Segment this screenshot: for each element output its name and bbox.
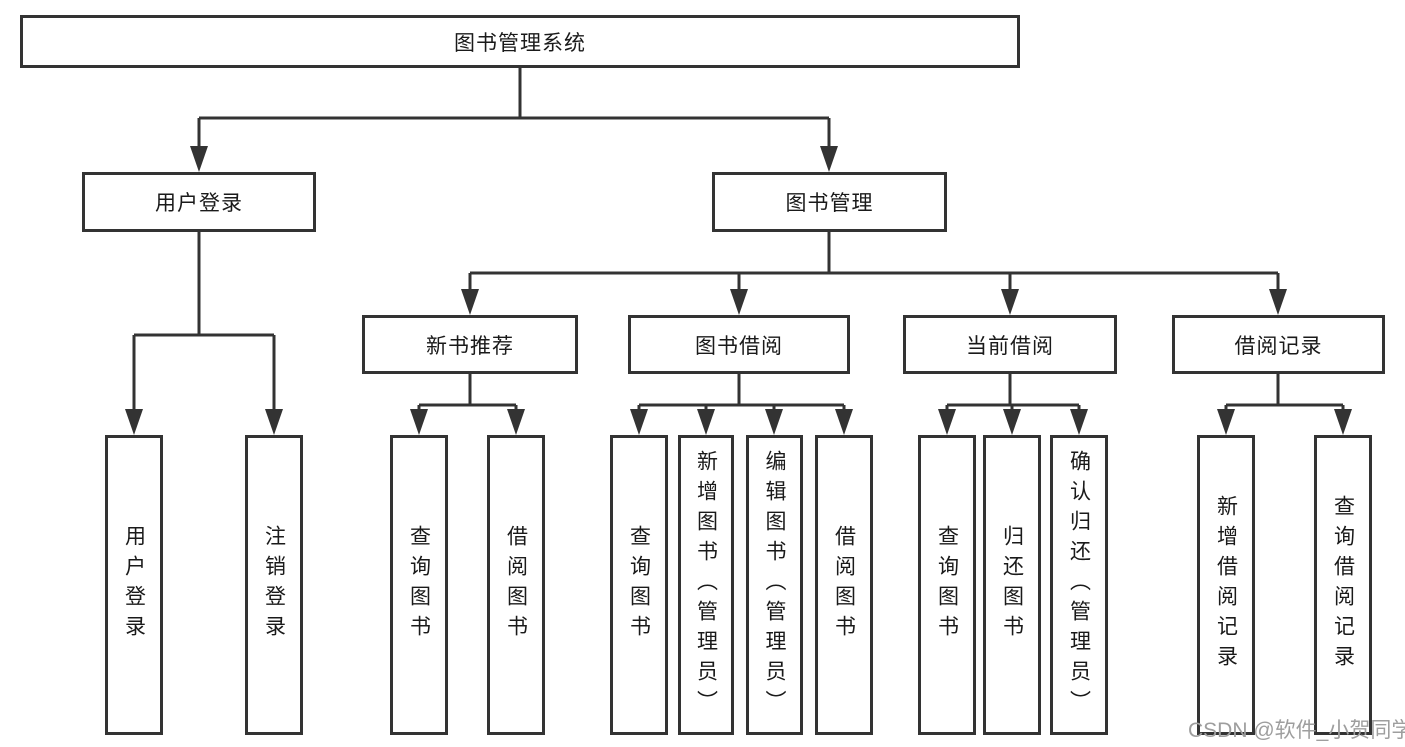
leaf-cb-confirm-return-admin: 确认归还（管理员） — [1050, 435, 1108, 735]
node-user-login-label: 用户登录 — [155, 192, 243, 215]
node-new-book-recommend-label: 新书推荐 — [426, 334, 514, 358]
node-current-borrowing-label: 当前借阅 — [966, 334, 1054, 358]
node-library-system-label: 图书管理系统 — [454, 31, 586, 55]
csdn-watermark: CSDN @软件_小贺同学 — [1188, 719, 1405, 742]
leaf-user-login-label: 用户登录 — [122, 525, 146, 645]
leaf-bb-add-books-admin: 新增图书（管理员） — [678, 435, 734, 735]
node-borrowing-records: 借阅记录 — [1172, 315, 1385, 374]
leaf-bb-query-books: 查询图书 — [610, 435, 668, 735]
leaf-bb-query-books-label: 查询图书 — [627, 525, 651, 645]
node-borrowing-records-label: 借阅记录 — [1234, 334, 1323, 358]
leaf-logout-label: 注销登录 — [262, 525, 286, 645]
node-book-management: 图书管理 — [712, 172, 947, 232]
node-new-book-recommend: 新书推荐 — [362, 315, 578, 374]
leaf-br-add-record: 新增借阅记录 — [1197, 435, 1255, 735]
node-user-login: 用户登录 — [82, 172, 316, 232]
leaf-bb-borrow-books-label: 借阅图书 — [832, 525, 856, 645]
leaf-nb-query-books-label: 查询图书 — [407, 525, 431, 645]
node-book-borrowing-label: 图书借阅 — [695, 334, 783, 358]
leaf-bb-add-books-admin-label: 新增图书（管理员） — [694, 450, 718, 720]
node-book-management-label: 图书管理 — [785, 192, 874, 215]
leaf-br-add-record-label: 新增借阅记录 — [1214, 495, 1238, 675]
leaf-cb-return-books-label: 归还图书 — [1000, 525, 1024, 645]
leaf-nb-borrow-books-label: 借阅图书 — [504, 525, 528, 645]
node-book-borrowing: 图书借阅 — [628, 315, 850, 374]
leaf-user-login: 用户登录 — [105, 435, 163, 735]
leaf-cb-confirm-return-admin-label: 确认归还（管理员） — [1067, 450, 1091, 720]
leaf-bb-edit-books-admin: 编辑图书（管理员） — [746, 435, 803, 735]
node-library-system: 图书管理系统 — [20, 15, 1020, 68]
leaf-nb-query-books: 查询图书 — [390, 435, 448, 735]
leaf-nb-borrow-books: 借阅图书 — [487, 435, 545, 735]
leaf-bb-borrow-books: 借阅图书 — [815, 435, 873, 735]
leaf-br-query-record: 查询借阅记录 — [1314, 435, 1372, 735]
node-current-borrowing: 当前借阅 — [903, 315, 1117, 374]
arrow-heads — [125, 146, 1352, 435]
leaf-cb-query-books: 查询图书 — [918, 435, 976, 735]
leaf-logout: 注销登录 — [245, 435, 303, 735]
leaf-cb-return-books: 归还图书 — [983, 435, 1041, 735]
leaf-bb-edit-books-admin-label: 编辑图书（管理员） — [763, 450, 786, 720]
leaf-br-query-record-label: 查询借阅记录 — [1331, 495, 1355, 675]
leaf-cb-query-books-label: 查询图书 — [935, 525, 959, 645]
